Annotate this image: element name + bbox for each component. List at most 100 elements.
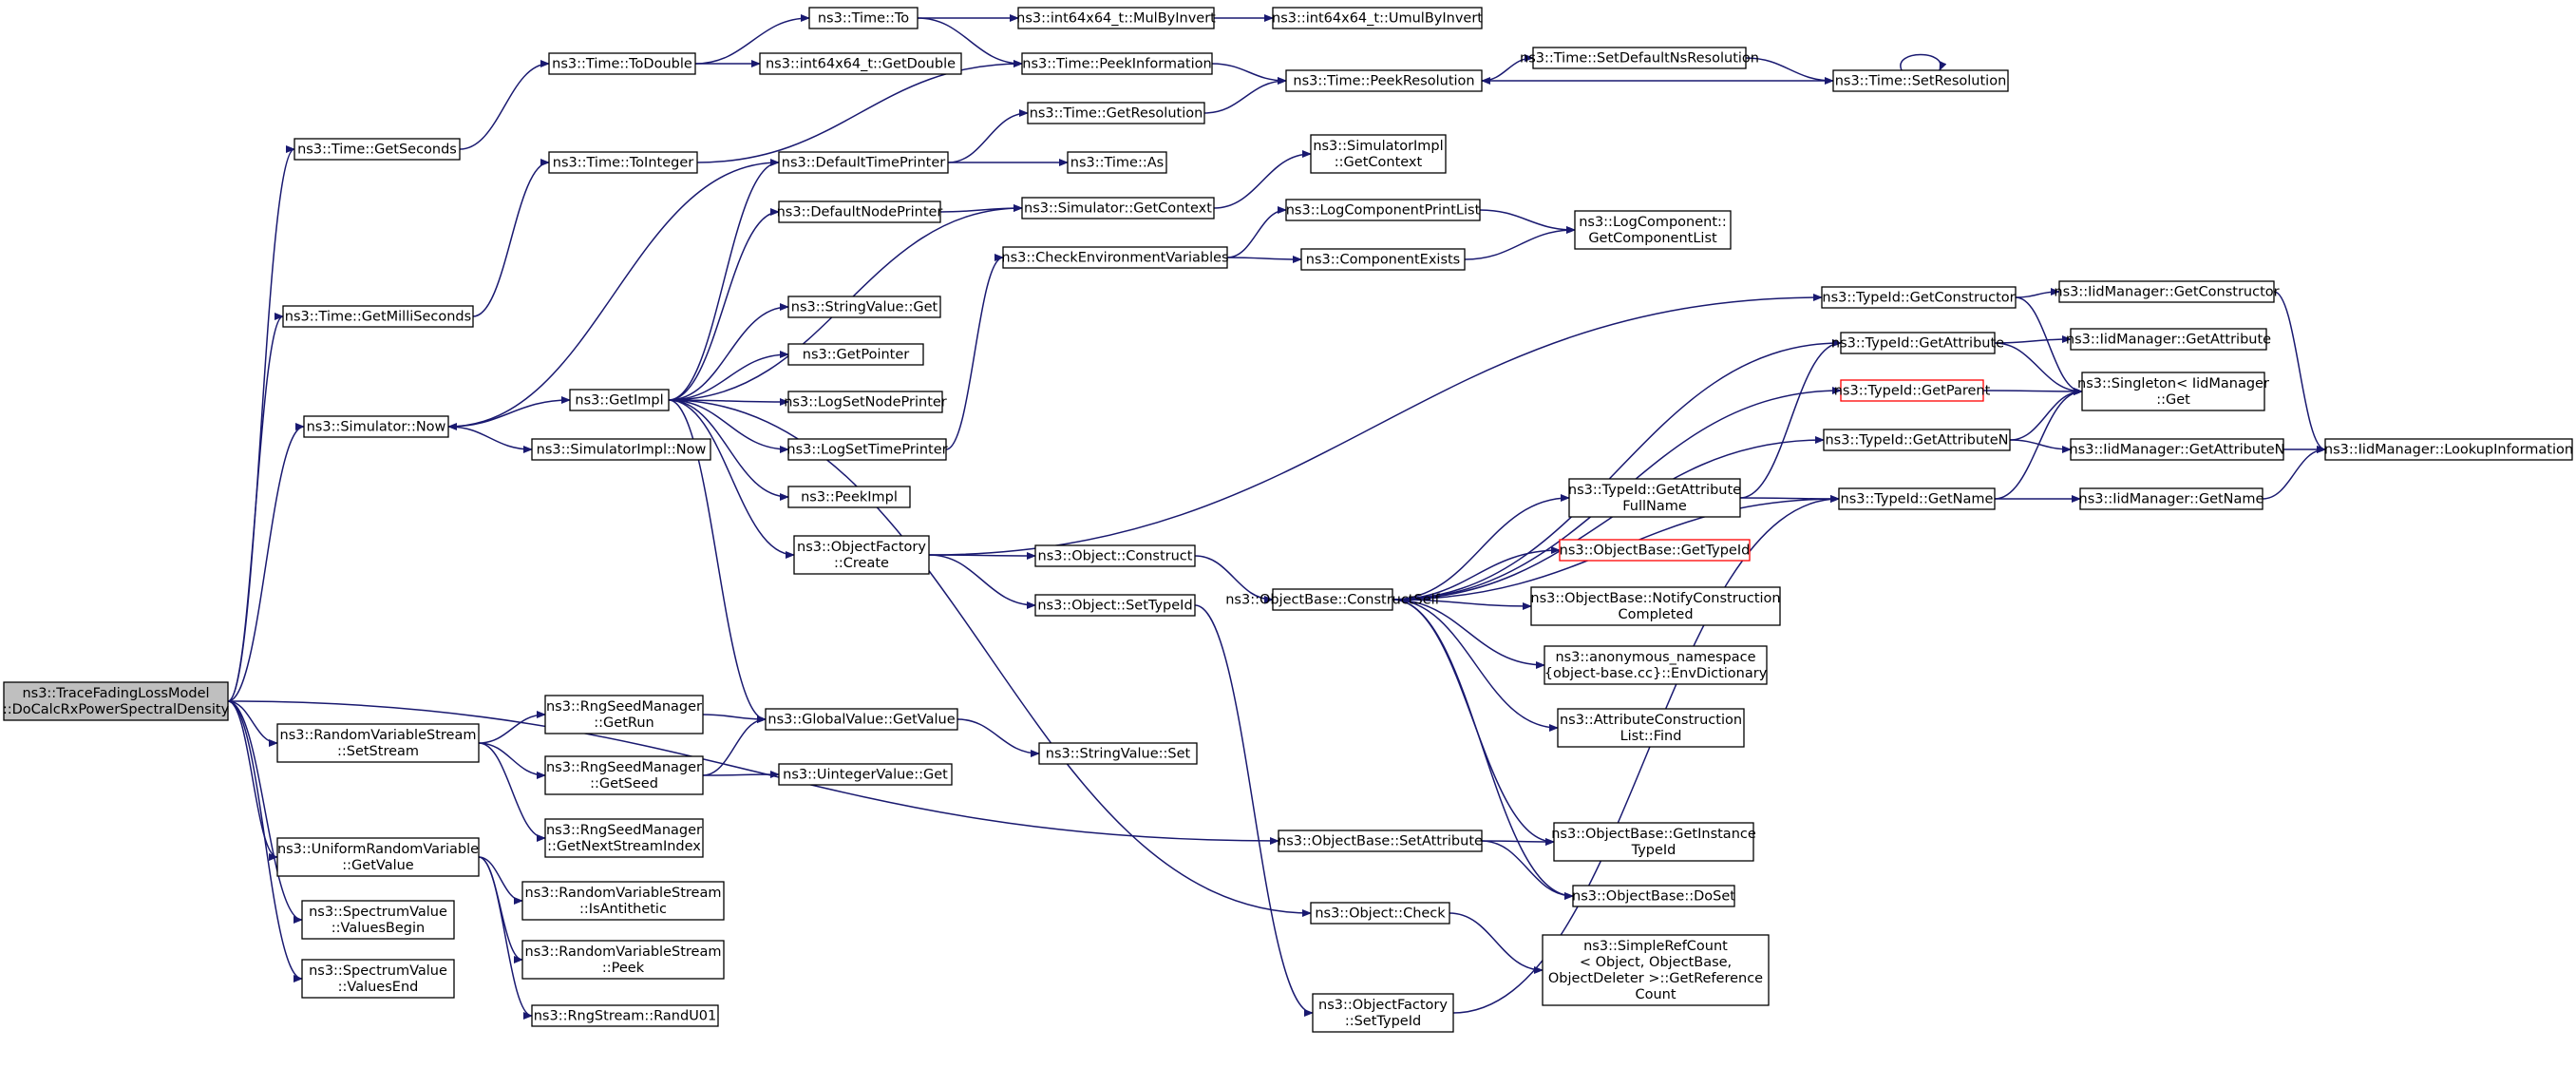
node-n41[interactable]: ns3::ObjectFactory::SetTypeId	[1312, 993, 1454, 1033]
node-n6[interactable]: ns3::SpectrumValue::ValuesBegin	[301, 900, 455, 940]
node-box[interactable]	[1838, 487, 1996, 510]
node-n65[interactable]: ns3::IidManager::GetAttribute	[2066, 328, 2271, 351]
node-n53[interactable]: ns3::anonymous_namespace{object-base.cc}…	[1544, 645, 1768, 685]
node-box[interactable]	[544, 755, 704, 795]
node-n5[interactable]: ns3::UniformRandomVariable::GetValue	[276, 837, 480, 877]
node-box[interactable]	[544, 818, 704, 858]
node-box[interactable]	[765, 708, 958, 731]
node-n7[interactable]: ns3::SpectrumValue::ValuesEnd	[301, 959, 455, 999]
node-box[interactable]	[1840, 379, 1984, 402]
node-n46[interactable]: ns3::ComponentExists	[1300, 248, 1466, 271]
node-n51[interactable]: ns3::ObjectBase::GetTypeId	[1559, 539, 1751, 562]
node-n47[interactable]: ns3::ObjectBase::ConstructSelf	[1225, 588, 1441, 611]
node-box[interactable]	[2070, 438, 2284, 461]
node-n59[interactable]: ns3::TypeId::GetAttribute	[1831, 332, 2004, 354]
node-n66[interactable]: ns3::Singleton< IidManager::Get	[2077, 372, 2269, 411]
node-box[interactable]	[548, 52, 696, 75]
node-box[interactable]	[544, 695, 704, 734]
node-box[interactable]	[778, 200, 941, 223]
node-box[interactable]	[1034, 594, 1196, 617]
node-n34[interactable]: ns3::Simulator::GetContext	[1021, 197, 1215, 219]
node-box[interactable]	[3, 681, 229, 721]
node-box[interactable]	[2081, 372, 2265, 411]
node-n3[interactable]: ns3::Simulator::Now	[303, 415, 449, 438]
node-n28[interactable]: ns3::GlobalValue::GetValue	[765, 708, 958, 731]
node-box[interactable]	[531, 1004, 719, 1027]
node-n9[interactable]: ns3::Time::ToInteger	[548, 151, 698, 174]
node-box[interactable]	[793, 535, 930, 575]
node-n13[interactable]: ns3::RngSeedManager::GetSeed	[544, 755, 704, 795]
node-box[interactable]	[787, 343, 924, 366]
node-box[interactable]	[1300, 248, 1466, 271]
node-n10[interactable]: ns3::GetImpl	[569, 389, 670, 411]
node-box[interactable]	[1278, 830, 1483, 852]
node-box[interactable]	[2058, 280, 2275, 303]
node-box[interactable]	[787, 391, 943, 413]
node-box[interactable]	[759, 52, 962, 75]
node-n0[interactable]: ns3::TraceFadingLossModel::DoCalcRxPower…	[3, 681, 230, 721]
node-box[interactable]	[1285, 69, 1483, 92]
node-box[interactable]	[1067, 151, 1167, 174]
node-n62[interactable]: ns3::TypeId::GetName	[1838, 487, 1996, 510]
node-box[interactable]	[1572, 885, 1735, 907]
node-n30[interactable]: ns3::int64x64_t::MulByInvert	[1016, 7, 1216, 29]
node-n48[interactable]: ns3::Time::SetDefaultNsResolution	[1520, 47, 1759, 69]
node-n18[interactable]: ns3::Time::To	[808, 7, 919, 29]
node-box[interactable]	[569, 389, 670, 411]
node-n2[interactable]: ns3::Time::GetMilliSeconds	[282, 305, 474, 328]
node-box[interactable]	[787, 486, 911, 508]
node-n22[interactable]: ns3::StringValue::Get	[787, 296, 941, 318]
node-box[interactable]	[1832, 69, 2009, 92]
node-n36[interactable]: ns3::Object::Construct	[1034, 544, 1196, 567]
node-box[interactable]	[1021, 197, 1215, 219]
node-n1[interactable]: ns3::Time::GetSeconds	[294, 138, 461, 161]
node-box[interactable]	[1038, 742, 1198, 765]
node-box[interactable]	[1542, 934, 1770, 1006]
node-n25[interactable]: ns3::LogSetTimePrinter	[786, 438, 948, 461]
node-box[interactable]	[1002, 246, 1228, 269]
node-box[interactable]	[1272, 588, 1393, 611]
node-n11[interactable]: ns3::SimulatorImpl::Now	[531, 438, 711, 461]
node-box[interactable]	[276, 837, 480, 877]
node-box[interactable]	[301, 900, 455, 940]
node-n37[interactable]: ns3::Object::SetTypeId	[1034, 594, 1196, 617]
node-n21[interactable]: ns3::DefaultNodePrinter	[777, 200, 943, 223]
node-n26[interactable]: ns3::PeekImpl	[787, 486, 911, 508]
node-n61[interactable]: ns3::TypeId::GetAttributeN	[1823, 429, 2011, 451]
node-box[interactable]	[787, 296, 941, 318]
node-box[interactable]	[1034, 544, 1196, 567]
node-n24[interactable]: ns3::LogSetNodePrinter	[784, 391, 947, 413]
node-box[interactable]	[1310, 902, 1450, 925]
node-n16[interactable]: ns3::RandomVariableStream::Peek	[521, 940, 725, 980]
node-n43[interactable]: ns3::Time::PeekResolution	[1285, 69, 1483, 92]
node-n29[interactable]: ns3::UintegerValue::Get	[778, 763, 953, 786]
node-n40[interactable]: ns3::Object::Check	[1310, 902, 1450, 925]
node-box[interactable]	[521, 940, 725, 980]
node-n60[interactable]: ns3::TypeId::GetParent	[1834, 379, 1991, 402]
node-n45[interactable]: ns3::LogComponentPrintList	[1285, 199, 1481, 221]
node-box[interactable]	[2324, 438, 2573, 461]
node-n19[interactable]: ns3::int64x64_t::GetDouble	[759, 52, 962, 75]
node-n63[interactable]: ns3::Time::SetResolution	[1832, 69, 2009, 92]
node-n20[interactable]: ns3::DefaultTimePrinter	[778, 151, 949, 174]
node-box[interactable]	[1310, 134, 1447, 174]
node-n12[interactable]: ns3::RngSeedManager::GetRun	[544, 695, 704, 734]
node-box[interactable]	[1557, 708, 1745, 748]
node-box[interactable]	[303, 415, 449, 438]
node-box[interactable]	[531, 438, 711, 461]
node-n31[interactable]: ns3::Time::PeekInformation	[1021, 52, 1213, 75]
node-box[interactable]	[294, 138, 461, 161]
node-n39[interactable]: ns3::ObjectBase::SetAttribute	[1278, 830, 1483, 852]
node-box[interactable]	[1821, 286, 2017, 309]
node-box[interactable]	[808, 7, 919, 29]
node-n17[interactable]: ns3::RngStream::RandU01	[531, 1004, 719, 1027]
node-box[interactable]	[1272, 7, 1483, 29]
node-box[interactable]	[2079, 487, 2263, 510]
node-box[interactable]	[548, 151, 698, 174]
node-n57[interactable]: ns3::SimpleRefCount< Object, ObjectBase,…	[1542, 934, 1770, 1006]
node-box[interactable]	[1568, 478, 1741, 518]
node-n4[interactable]: ns3::RandomVariableStream::SetStream	[276, 723, 480, 763]
